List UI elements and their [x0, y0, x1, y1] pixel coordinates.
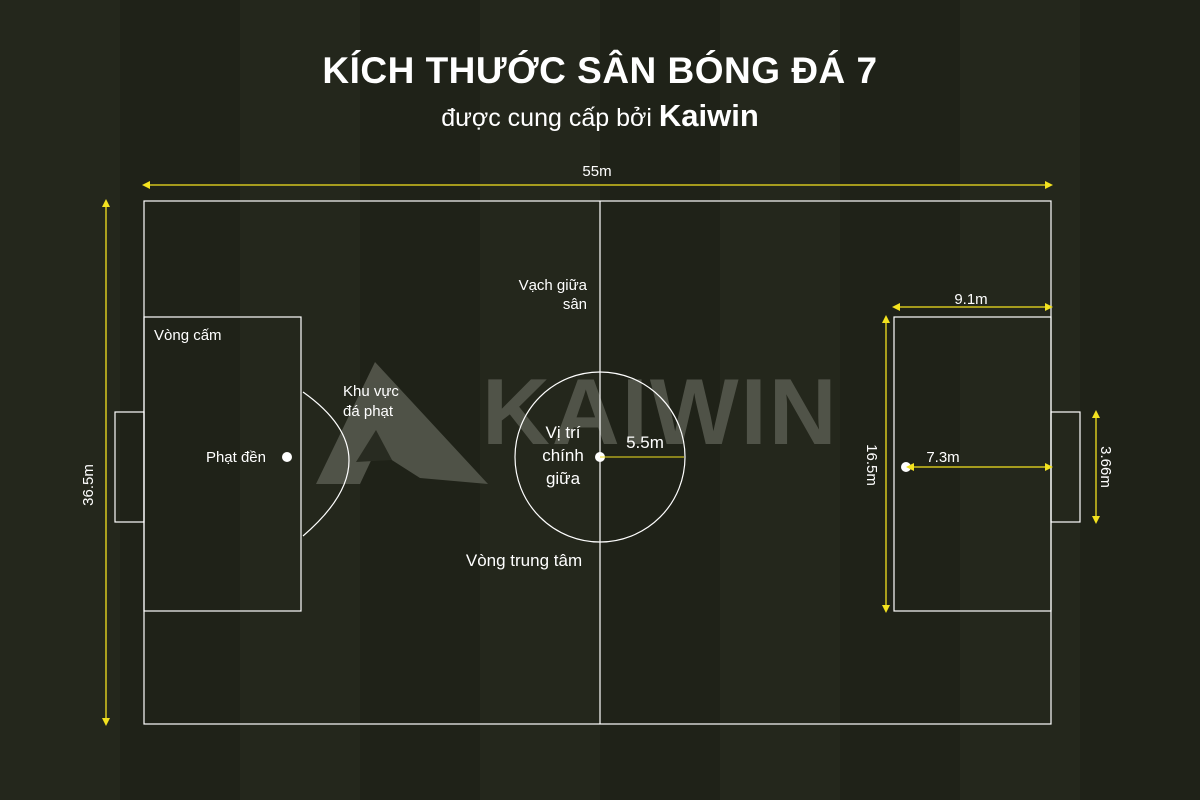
- center-circle: [514, 371, 686, 543]
- center-spot-label-line1: Vị trí: [546, 423, 581, 442]
- watermark-text: KAIWIN: [482, 359, 839, 464]
- right-penalty-spot: [901, 462, 911, 472]
- subtitle-prefix: được cung cấp bởi: [441, 104, 652, 132]
- right-goal: [1050, 411, 1081, 523]
- halfway-line-label-line2: sân: [563, 296, 587, 313]
- left-penalty-spot: [282, 452, 292, 462]
- subtitle-brand: Kaiwin: [658, 98, 759, 133]
- center-spot-label-line3: giữa: [546, 469, 581, 488]
- field-lines: [114, 200, 1081, 725]
- penalty-area-label: Vòng cấm: [154, 327, 222, 344]
- center-radius-label: 5.5m: [626, 433, 664, 452]
- page-title: KÍCH THƯỚC SÂN BÓNG ĐÁ 7: [322, 50, 878, 91]
- right-penalty-area: [893, 316, 1052, 612]
- watermark-logo-icon: [316, 362, 488, 484]
- field-width-label: 36.5m: [80, 464, 97, 506]
- penalty-arc-label-line2: đá phạt: [343, 403, 394, 420]
- penalty-width-label: 16.5m: [863, 444, 880, 486]
- page-subtitle: được cung cấp bởi Kaiwin: [0, 98, 1200, 134]
- dimension-arrows: [102, 181, 1100, 726]
- center-circle-label: Vòng trung tâm: [466, 551, 582, 570]
- penalty-depth-label: 9.1m: [954, 291, 987, 308]
- left-goal: [114, 411, 145, 523]
- penalty-arc-label-line1: Khu vực: [343, 383, 399, 400]
- penalty-spot-label: Phạt đền: [206, 449, 266, 466]
- center-spot-label-line2: chính: [542, 446, 584, 465]
- halfway-line-label-line1: Vạch giữa: [519, 277, 588, 294]
- field-length-label: 55m: [582, 163, 611, 180]
- penalty-spot-distance-label: 7.3m: [926, 449, 959, 466]
- goal-width-label: 3.66m: [1097, 446, 1114, 488]
- watermark: KAIWIN: [316, 359, 839, 484]
- penalty-arc: [302, 391, 350, 537]
